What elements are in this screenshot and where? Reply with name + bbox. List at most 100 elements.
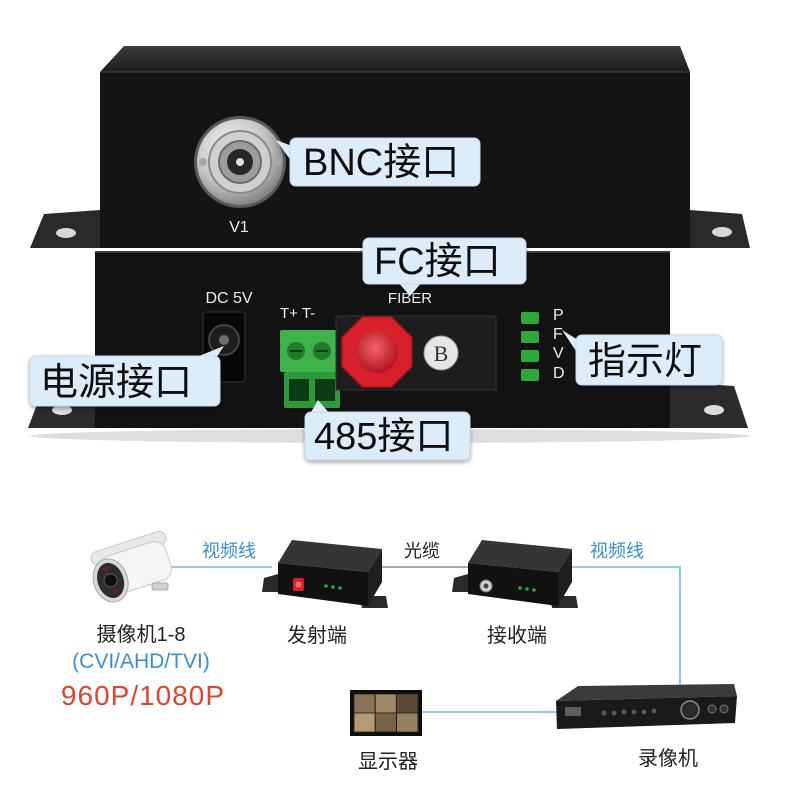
- video-cable-right-label: 视频线: [590, 541, 644, 561]
- led-letter-v: V: [553, 345, 564, 362]
- terminal-polarity-label: T+ T-: [280, 305, 315, 322]
- monitor-screen-tile-5: [374, 712, 397, 733]
- monitor-label: 显示器: [358, 751, 418, 773]
- monitor-screen-tile-2: [374, 693, 397, 714]
- callout-bnc-tail: [276, 140, 292, 162]
- callout-indicator-box: [575, 334, 723, 386]
- recorder-display: [565, 707, 581, 716]
- video-cable-left-label: 视频线: [202, 541, 256, 561]
- recorder: [556, 684, 737, 729]
- receiver-left-ear: [452, 574, 468, 592]
- recorder-knob-1: [707, 704, 717, 714]
- callout-rs485-port: 485接口: [304, 400, 471, 461]
- camera-lens: [103, 573, 118, 588]
- transmitter-label: 发射端: [287, 624, 347, 647]
- fc-connector-center: [356, 331, 398, 373]
- terminal-wire-opening-negative: [315, 379, 335, 401]
- callout-indicator-lights: 指示灯: [562, 330, 723, 386]
- led-d: [521, 369, 539, 381]
- recorder-button-5: [641, 709, 647, 715]
- terminal-screw-section: [280, 330, 338, 372]
- callout-fc-box: [362, 237, 527, 285]
- bnc-bayonet-pin-right: [273, 158, 281, 166]
- receiver-side: [558, 549, 572, 606]
- connection-diagram: 视频线 光缆 视频线 摄像机1-8 (CVI/AHD/TVI) 960P/108…: [61, 530, 737, 773]
- upper-left-ear-hole: [56, 228, 76, 238]
- recorder-button-6: [651, 708, 657, 714]
- receiver-bnc-pin: [483, 583, 489, 589]
- bnc-connector: [194, 116, 286, 208]
- fiber-badge-letter: B: [434, 341, 449, 366]
- callout-rs485-box: [304, 411, 471, 461]
- indicator-leds: P F V D: [521, 307, 565, 382]
- camera-formats: (CVI/AHD/TVI): [72, 650, 210, 673]
- receiver-top: [468, 540, 572, 572]
- callout-fc-tail: [398, 282, 422, 296]
- lower-right-mounting-ear: [670, 382, 748, 428]
- led-letter-d: D: [553, 365, 565, 382]
- callout-power-port: 电源接口: [29, 346, 224, 407]
- callout-fc-text: FC接口: [374, 241, 501, 283]
- video-cable-right: [570, 566, 681, 688]
- callout-rs485-text: 485接口: [314, 416, 453, 458]
- recorder-button-3: [621, 709, 627, 715]
- transmitter-front: [278, 563, 368, 606]
- camera-ir-led-top: [103, 566, 109, 572]
- camera: [90, 530, 172, 603]
- recorder-button-2: [611, 710, 617, 716]
- callout-power-text: 电源接口: [40, 362, 192, 404]
- led-f: [521, 331, 539, 343]
- bnc-center-pin: [236, 158, 244, 166]
- monitor-screen-tile-6: [396, 712, 419, 733]
- transmitter-led-1: [324, 584, 328, 588]
- recorder-button-4: [631, 709, 637, 715]
- fiber-badge-circle: [423, 335, 459, 371]
- receiver-led-3: [532, 588, 536, 592]
- callout-bnc-port: BNC接口: [276, 137, 481, 187]
- fiber-port: B: [335, 315, 497, 391]
- led-letter-p: P: [553, 307, 564, 324]
- receiver-unit: [452, 540, 578, 608]
- camera-label: 摄像机1-8: [97, 623, 186, 646]
- callout-power-box: [29, 355, 221, 407]
- lower-right-ear-hole: [704, 405, 724, 415]
- receiver-led-2: [525, 587, 529, 591]
- camera-resolution: 960P/1080P: [61, 680, 225, 711]
- recorder-knob-2: [719, 704, 729, 714]
- transmitter-fc-center: [295, 581, 302, 588]
- receiver-label: 接收端: [487, 624, 547, 647]
- rs485-terminal-block: [280, 330, 340, 408]
- terminal-wire-opening-positive: [289, 379, 309, 401]
- dc-jack-pin: [219, 335, 229, 345]
- fiber-label: FIBER: [388, 290, 432, 307]
- monitor-screen-tile-1: [353, 693, 376, 714]
- video-channel-label: V1: [229, 219, 249, 236]
- transmitter-led-3: [338, 586, 342, 590]
- receiver-front: [468, 563, 558, 606]
- camera-ir-led-bottom: [112, 588, 118, 595]
- monitor: [350, 690, 422, 736]
- upper-right-ear-hole: [712, 227, 732, 237]
- transmitter-top: [278, 540, 382, 572]
- recorder-jog-dial: [680, 700, 700, 720]
- callout-rs485-tail: [310, 400, 330, 414]
- monitor-screen-tile-4: [353, 712, 376, 733]
- fiber-cable-label: 光缆: [404, 541, 440, 561]
- led-p: [521, 312, 539, 324]
- callout-indicator-text: 指示灯: [588, 341, 702, 383]
- callout-bnc-text: BNC接口: [303, 142, 459, 184]
- bnc-bayonet-pin-left: [199, 158, 207, 166]
- transmitter-unit: [262, 540, 388, 608]
- monitor-screen-tile-3: [396, 693, 419, 714]
- callout-fc-port: FC接口: [362, 237, 527, 296]
- receiver-led-1: [518, 586, 522, 590]
- transmitter-left-ear: [262, 574, 278, 592]
- upper-device-top-surface: [100, 46, 690, 72]
- led-letter-f: F: [553, 326, 563, 343]
- power-input-label: DC 5V: [205, 290, 252, 307]
- transmitter-side: [368, 549, 382, 606]
- recorder-top: [556, 684, 737, 701]
- led-v: [521, 350, 539, 362]
- recorder-label: 录像机: [638, 747, 698, 770]
